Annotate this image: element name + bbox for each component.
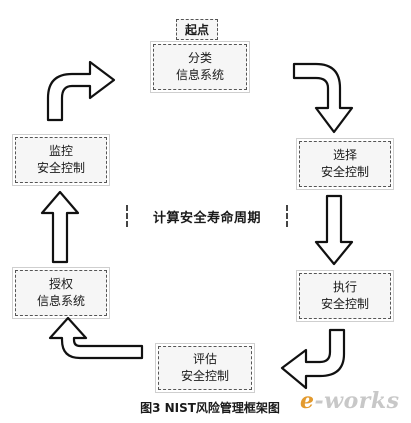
implement-line1: 执行 [332,280,357,294]
authorize-box: 授权 信息系统 [15,270,107,316]
authorize-line2: 信息系统 [36,294,85,308]
arrow-assess-to-authorize [48,316,144,360]
center-label: 计算安全寿命周期 [126,205,288,227]
start-label: 起点 [176,19,218,40]
monitor-line1: 监控 [48,144,73,158]
classify-line1: 分类 [187,51,212,65]
assess-line1: 评估 [192,352,217,366]
implement-line2: 安全控制 [320,297,369,311]
authorize-line1: 授权 [48,277,73,291]
select-line2: 安全控制 [320,165,369,179]
classify-line2: 信息系统 [175,68,224,82]
select-line1: 选择 [332,148,357,162]
monitor-line2: 安全控制 [36,161,85,175]
select-box: 选择 安全控制 [299,141,391,187]
e-works-watermark-logo: e-works [300,388,400,414]
classify-box: 分类 信息系统 [153,44,247,90]
implement-box: 执行 安全控制 [299,273,391,319]
arrow-monitor-to-classify [46,60,116,122]
assess-line2: 安全控制 [180,369,229,383]
assess-box: 评估 安全控制 [158,346,252,390]
monitor-box: 监控 安全控制 [15,137,107,183]
figure-caption: 图3 NIST风险管理框架图 [140,401,280,415]
arrow-implement-to-assess [280,328,346,390]
arrow-authorize-to-monitor [40,190,80,264]
arrow-select-to-implement [314,194,354,266]
arrow-classify-to-select [292,62,354,134]
